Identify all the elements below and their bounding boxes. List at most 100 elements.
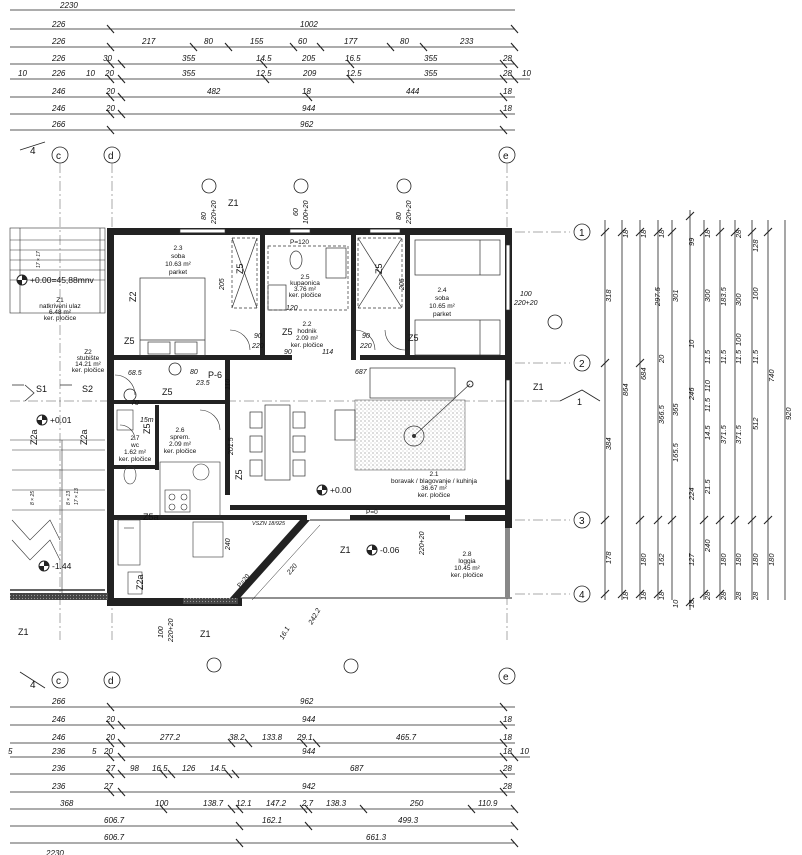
top-dim: 266 bbox=[51, 120, 66, 129]
bottom-dim: 133.8 bbox=[262, 733, 283, 742]
right-dim: 28 bbox=[719, 591, 728, 601]
right-dim: 162 bbox=[657, 553, 666, 566]
right-dim: 920 bbox=[784, 407, 793, 420]
bottom-dim: 942 bbox=[302, 782, 316, 791]
top-dim: 944 bbox=[302, 104, 316, 113]
top-dim: 205 bbox=[301, 54, 316, 63]
bottom-dim: 962 bbox=[300, 697, 314, 706]
room-name: boravak / blagovanje / kuhinja bbox=[391, 478, 477, 485]
room-id: Z1 bbox=[56, 297, 64, 304]
wall-tags: Z1 Z2 Z5 Z5 Z5 Z5 Z5 Z5 Z5 Z5 Z5a Z2a Z2… bbox=[18, 198, 544, 639]
bottom-dim: 20 bbox=[105, 715, 115, 724]
bottom-dim: 12.1 bbox=[236, 799, 252, 808]
wall-tag: Z2 bbox=[128, 291, 138, 302]
room-name: soba bbox=[435, 295, 449, 302]
room-id: 2.5 bbox=[300, 274, 309, 281]
dim-label: 114 bbox=[322, 349, 333, 356]
axis-label: c bbox=[56, 676, 61, 687]
dim-label: 220+20 bbox=[211, 200, 218, 225]
level-value: +0.01 bbox=[50, 415, 72, 425]
axis-label: c bbox=[56, 151, 61, 162]
bottom-dim: 100 bbox=[155, 799, 169, 808]
top-dim: 177 bbox=[344, 37, 358, 46]
bottom-dim: 10 bbox=[520, 747, 529, 756]
top-dimension-labels: 2230 226 1002 226 217 80 155 60 177 80 2… bbox=[18, 1, 531, 129]
bottom-dim: 465.7 bbox=[396, 733, 417, 742]
axis-label: 4 bbox=[30, 680, 36, 691]
right-dim: 14.5 bbox=[703, 425, 712, 440]
top-dim: 226 bbox=[51, 37, 66, 46]
room-2-3: 2.3 soba 10.63 m² parket bbox=[165, 245, 191, 276]
wall-tag: Z2a bbox=[135, 574, 145, 590]
top-dim: 355 bbox=[182, 54, 196, 63]
top-dim: 246 bbox=[51, 87, 66, 96]
bottom-dim: 606.7 bbox=[104, 816, 125, 825]
bottom-dim: 2.7 bbox=[301, 799, 314, 808]
wall-tag: Z1 bbox=[200, 629, 211, 639]
bottom-dimension-labels: 266 962 246 20 944 18 246 20 277.2 38.2 … bbox=[8, 697, 529, 855]
top-dim: 226 bbox=[51, 69, 66, 78]
bottom-dim: 138.3 bbox=[326, 799, 347, 808]
top-dim: 20 bbox=[104, 69, 114, 78]
right-dim: 18 bbox=[657, 229, 666, 238]
grid-axis-bubble bbox=[51, 671, 69, 689]
room-floor: ker. pločice bbox=[291, 342, 324, 349]
wall-tag: Z1 bbox=[228, 198, 239, 208]
right-dim: 165.5 bbox=[671, 442, 680, 462]
bottom-dim: 250 bbox=[409, 799, 424, 808]
top-dim: 355 bbox=[182, 69, 196, 78]
room-id: 2.3 bbox=[173, 245, 182, 252]
top-dim: 1002 bbox=[300, 20, 318, 29]
right-dim: 28 bbox=[734, 229, 743, 239]
bottom-dim: 5 bbox=[92, 747, 97, 756]
top-dim: 18 bbox=[503, 104, 512, 113]
living-rug bbox=[334, 367, 474, 471]
axis-label: 4 bbox=[30, 146, 36, 157]
bottom-dim: 246 bbox=[51, 733, 66, 742]
dim-label: 220+20 bbox=[168, 618, 175, 643]
right-dim: 10 bbox=[671, 599, 680, 608]
right-dim: 100 bbox=[751, 287, 760, 300]
level-marker: -1.44 bbox=[38, 560, 72, 572]
bottom-dim: 368 bbox=[60, 799, 74, 808]
room-id: Z2 bbox=[84, 349, 92, 356]
right-dim: 371.5 bbox=[734, 424, 743, 444]
wall-tag: S1 bbox=[36, 384, 47, 394]
dim-label: 90 bbox=[362, 333, 370, 340]
top-dim: 962 bbox=[300, 120, 314, 129]
top-dim: 444 bbox=[406, 87, 420, 96]
dim-label: 201.5 bbox=[228, 437, 235, 456]
grid-axis-bubble bbox=[573, 354, 591, 372]
right-dim: 366.5 bbox=[657, 404, 666, 424]
right-dim: 21.5 bbox=[703, 479, 712, 495]
wall-tag: Z1 bbox=[533, 382, 544, 392]
axis-label: 1 bbox=[579, 228, 585, 239]
room-id: 2.8 bbox=[462, 551, 471, 558]
wall-tag: P=120 bbox=[290, 239, 309, 246]
grid-axis-bubble bbox=[573, 585, 591, 603]
right-dim: 18 bbox=[621, 591, 630, 600]
top-dim: 155 bbox=[250, 37, 264, 46]
section-marker-label: 1 bbox=[577, 397, 582, 407]
top-dim: 355 bbox=[424, 69, 438, 78]
room-floor: parket bbox=[169, 269, 187, 276]
level-markers: +0.00=45,88mnv +0.01 +0.00 -0.06 -1.44 bbox=[16, 274, 400, 572]
room-2-6: 2.6 sprem. 2.09 m² ker. pločice bbox=[164, 427, 197, 455]
wall-tag: Z5 bbox=[162, 387, 173, 397]
top-dimension-lines bbox=[10, 9, 530, 131]
dim-label: 17 × 13 bbox=[74, 488, 80, 505]
right-dim: 384 bbox=[604, 437, 613, 450]
bottom-dim: 138.7 bbox=[203, 799, 224, 808]
room-name: wc bbox=[130, 442, 140, 449]
kitchen-fixtures bbox=[117, 461, 224, 595]
room-id: 2.6 bbox=[175, 427, 184, 434]
room-labels: 2.3 soba 10.63 m² parket 2.5 kupaonica 3… bbox=[39, 245, 483, 579]
right-dim: 28 bbox=[734, 591, 743, 601]
wall-tag: Z5 bbox=[374, 263, 384, 274]
right-dim: 11.5 bbox=[734, 349, 743, 364]
right-dim: 178 bbox=[604, 551, 613, 564]
bottom-dim: 110.9 bbox=[478, 799, 498, 808]
axis-label: 2 bbox=[579, 359, 585, 370]
room-2-8: 2.8 loggia 10.45 m² ker. pločice bbox=[451, 551, 484, 579]
right-dim: 180 bbox=[719, 553, 728, 566]
